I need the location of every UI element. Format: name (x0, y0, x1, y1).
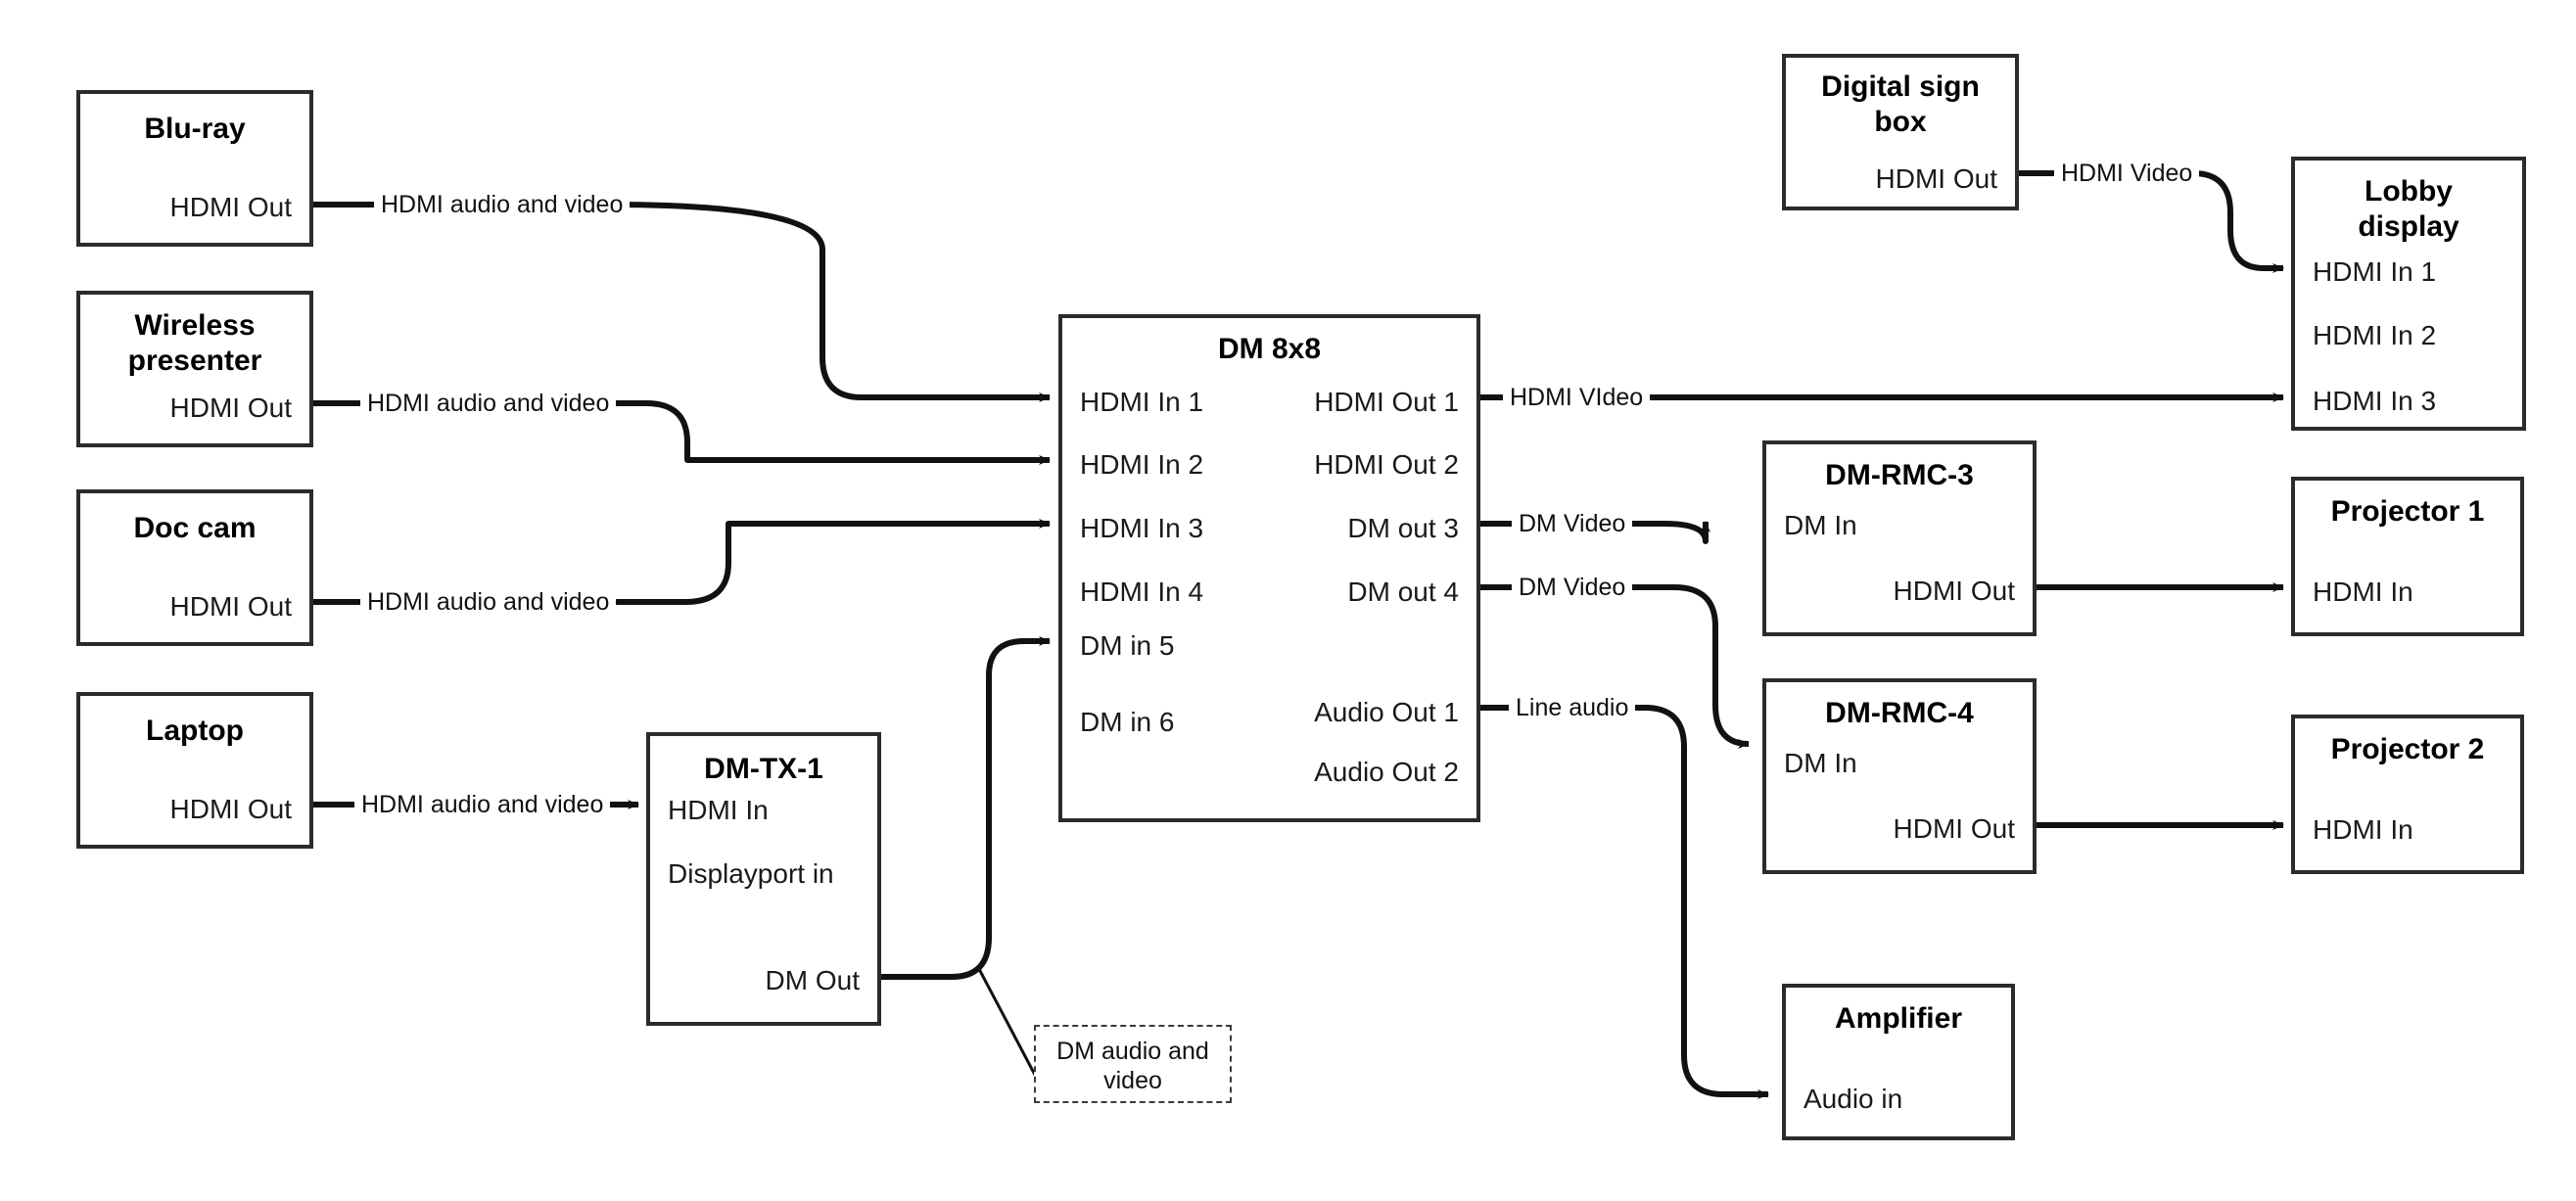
node-bluray-title: Blu-ray (144, 113, 246, 145)
link-label-dm-out-4: DM Video (1512, 574, 1633, 601)
node-laptop[interactable]: Laptop HDMI Out (76, 692, 313, 849)
node-bluray-port-hdmi-out[interactable]: HDMI Out (169, 192, 292, 222)
node-digital-sign-box[interactable]: Digital sign box HDMI Out (1782, 54, 2019, 210)
callout-leader-line (977, 968, 1038, 1078)
node-dm-8x8-title: DM 8x8 (1217, 333, 1322, 365)
node-dm-rmc-3[interactable]: DM-RMC-3 DM In HDMI Out (1762, 440, 2037, 636)
node-laptop-port-hdmi-out[interactable]: HDMI Out (169, 794, 292, 824)
node-dm-rmc-4-port-dm-in[interactable]: DM In (1784, 748, 1857, 778)
node-dm-8x8-port-audio-out-1[interactable]: Audio Out 1 (1314, 697, 1459, 727)
node-dm-rmc-4-port-hdmi-out[interactable]: HDMI Out (1893, 813, 2015, 844)
node-doc-cam[interactable]: Doc cam HDMI Out (76, 489, 313, 646)
link-bluray-to-dm8x8 (313, 202, 1051, 402)
node-amplifier-title: Amplifier (1834, 1002, 1963, 1035)
node-digital-sign-box-port-hdmi-out[interactable]: HDMI Out (1875, 163, 1997, 194)
link-label-wireless: HDMI audio and video (360, 390, 617, 417)
node-dm-8x8-port-dm-in-6[interactable]: DM in 6 (1080, 707, 1175, 737)
link-label-dm-out-3: DM Video (1512, 510, 1633, 537)
node-dm-tx-1-title: DM-TX-1 (704, 753, 823, 785)
node-dm-8x8-port-hdmi-out-2[interactable]: HDMI Out 2 (1314, 449, 1459, 480)
node-dm-rmc-4[interactable]: DM-RMC-4 DM In HDMI Out (1762, 678, 2037, 874)
node-dm-tx-1-port-hdmi-in[interactable]: HDMI In (668, 795, 769, 825)
link-dm8x8-to-rmc3 (1480, 521, 1710, 544)
node-wireless-presenter-title: Wireless presenter (127, 309, 262, 377)
node-dm-8x8-port-dm-out-4[interactable]: DM out 4 (1347, 577, 1459, 607)
link-label-digitalsign: HDMI Video (2054, 160, 2200, 187)
node-dm-8x8-port-dm-out-3[interactable]: DM out 3 (1347, 513, 1459, 543)
node-projector-1-port-hdmi-in[interactable]: HDMI In (2313, 577, 2413, 607)
node-lobby-display-title: Lobby display (2358, 175, 2459, 243)
callout-text: DM audio and video (1056, 1038, 1209, 1094)
link-label-laptop: HDMI audio and video (354, 791, 611, 818)
link-label-doccam: HDMI audio and video (360, 588, 617, 616)
link-label-audio-out-1: Line audio (1509, 694, 1636, 721)
node-projector-1-title: Projector 1 (2330, 495, 2485, 528)
node-lobby-display[interactable]: Lobby display HDMI In 1 HDMI In 2 HDMI I… (2291, 157, 2526, 431)
node-lobby-display-port-hdmi-in-2[interactable]: HDMI In 2 (2313, 320, 2437, 350)
node-lobby-display-port-hdmi-in-3[interactable]: HDMI In 3 (2313, 386, 2437, 416)
node-dm-rmc-3-title: DM-RMC-3 (1825, 459, 1974, 491)
node-projector-2-title: Projector 2 (2330, 733, 2485, 765)
node-dm-rmc-4-title: DM-RMC-4 (1825, 697, 1974, 729)
node-projector-1[interactable]: Projector 1 HDMI In (2291, 477, 2524, 636)
link-digitalsign-to-lobby (2019, 170, 2284, 273)
node-dm-8x8[interactable]: DM 8x8 HDMI In 1 HDMI In 2 HDMI In 3 HDM… (1058, 314, 1480, 822)
node-projector-2[interactable]: Projector 2 HDMI In (2291, 715, 2524, 874)
node-dm-rmc-3-port-hdmi-out[interactable]: HDMI Out (1893, 576, 2015, 606)
node-wireless-presenter-port-hdmi-out[interactable]: HDMI Out (169, 393, 292, 423)
node-projector-2-port-hdmi-in[interactable]: HDMI In (2313, 814, 2413, 845)
node-dm-tx-1[interactable]: DM-TX-1 HDMI In Displayport in DM Out (646, 732, 881, 1026)
node-bluray[interactable]: Blu-ray HDMI Out (76, 90, 313, 247)
node-dm-8x8-port-dm-in-5[interactable]: DM in 5 (1080, 630, 1175, 661)
link-wireless-to-dm8x8 (313, 400, 1051, 465)
node-amplifier[interactable]: Amplifier Audio in (1782, 984, 2015, 1140)
node-dm-8x8-port-hdmi-in-3[interactable]: HDMI In 3 (1080, 513, 1204, 543)
node-dm-rmc-3-port-dm-in[interactable]: DM In (1784, 510, 1857, 540)
node-dm-8x8-port-hdmi-in-1[interactable]: HDMI In 1 (1080, 387, 1204, 417)
link-label-dm8x8-hdmi-out-1: HDMI VIdeo (1503, 384, 1651, 411)
link-doccam-to-dm8x8 (313, 519, 1051, 605)
node-dm-tx-1-port-dm-out[interactable]: DM Out (765, 965, 860, 995)
link-label-bluray: HDMI audio and video (374, 191, 631, 218)
node-dm-8x8-port-hdmi-in-4[interactable]: HDMI In 4 (1080, 577, 1204, 607)
node-dm-tx-1-port-displayport-in[interactable]: Displayport in (668, 858, 834, 889)
node-lobby-display-port-hdmi-in-1[interactable]: HDMI In 1 (2313, 256, 2437, 287)
node-dm-8x8-port-hdmi-in-2[interactable]: HDMI In 2 (1080, 449, 1204, 480)
node-dm-8x8-port-hdmi-out-1[interactable]: HDMI Out 1 (1314, 387, 1459, 417)
node-amplifier-port-audio-in[interactable]: Audio in (1803, 1084, 1903, 1114)
callout-dm-audio-and-video: DM audio and video (1034, 1025, 1232, 1103)
node-digital-sign-box-title: Digital sign box (1821, 70, 1980, 138)
node-doc-cam-title: Doc cam (133, 512, 257, 544)
node-doc-cam-port-hdmi-out[interactable]: HDMI Out (169, 591, 292, 622)
link-dm8x8-to-amplifier (1480, 705, 1769, 1099)
node-laptop-title: Laptop (146, 715, 244, 747)
node-wireless-presenter[interactable]: Wireless presenter HDMI Out (76, 291, 313, 447)
link-dmtx1-to-dm8x8 (881, 636, 1051, 980)
node-dm-8x8-port-audio-out-2[interactable]: Audio Out 2 (1314, 757, 1459, 787)
link-dm8x8-to-rmc4 (1480, 584, 1750, 749)
